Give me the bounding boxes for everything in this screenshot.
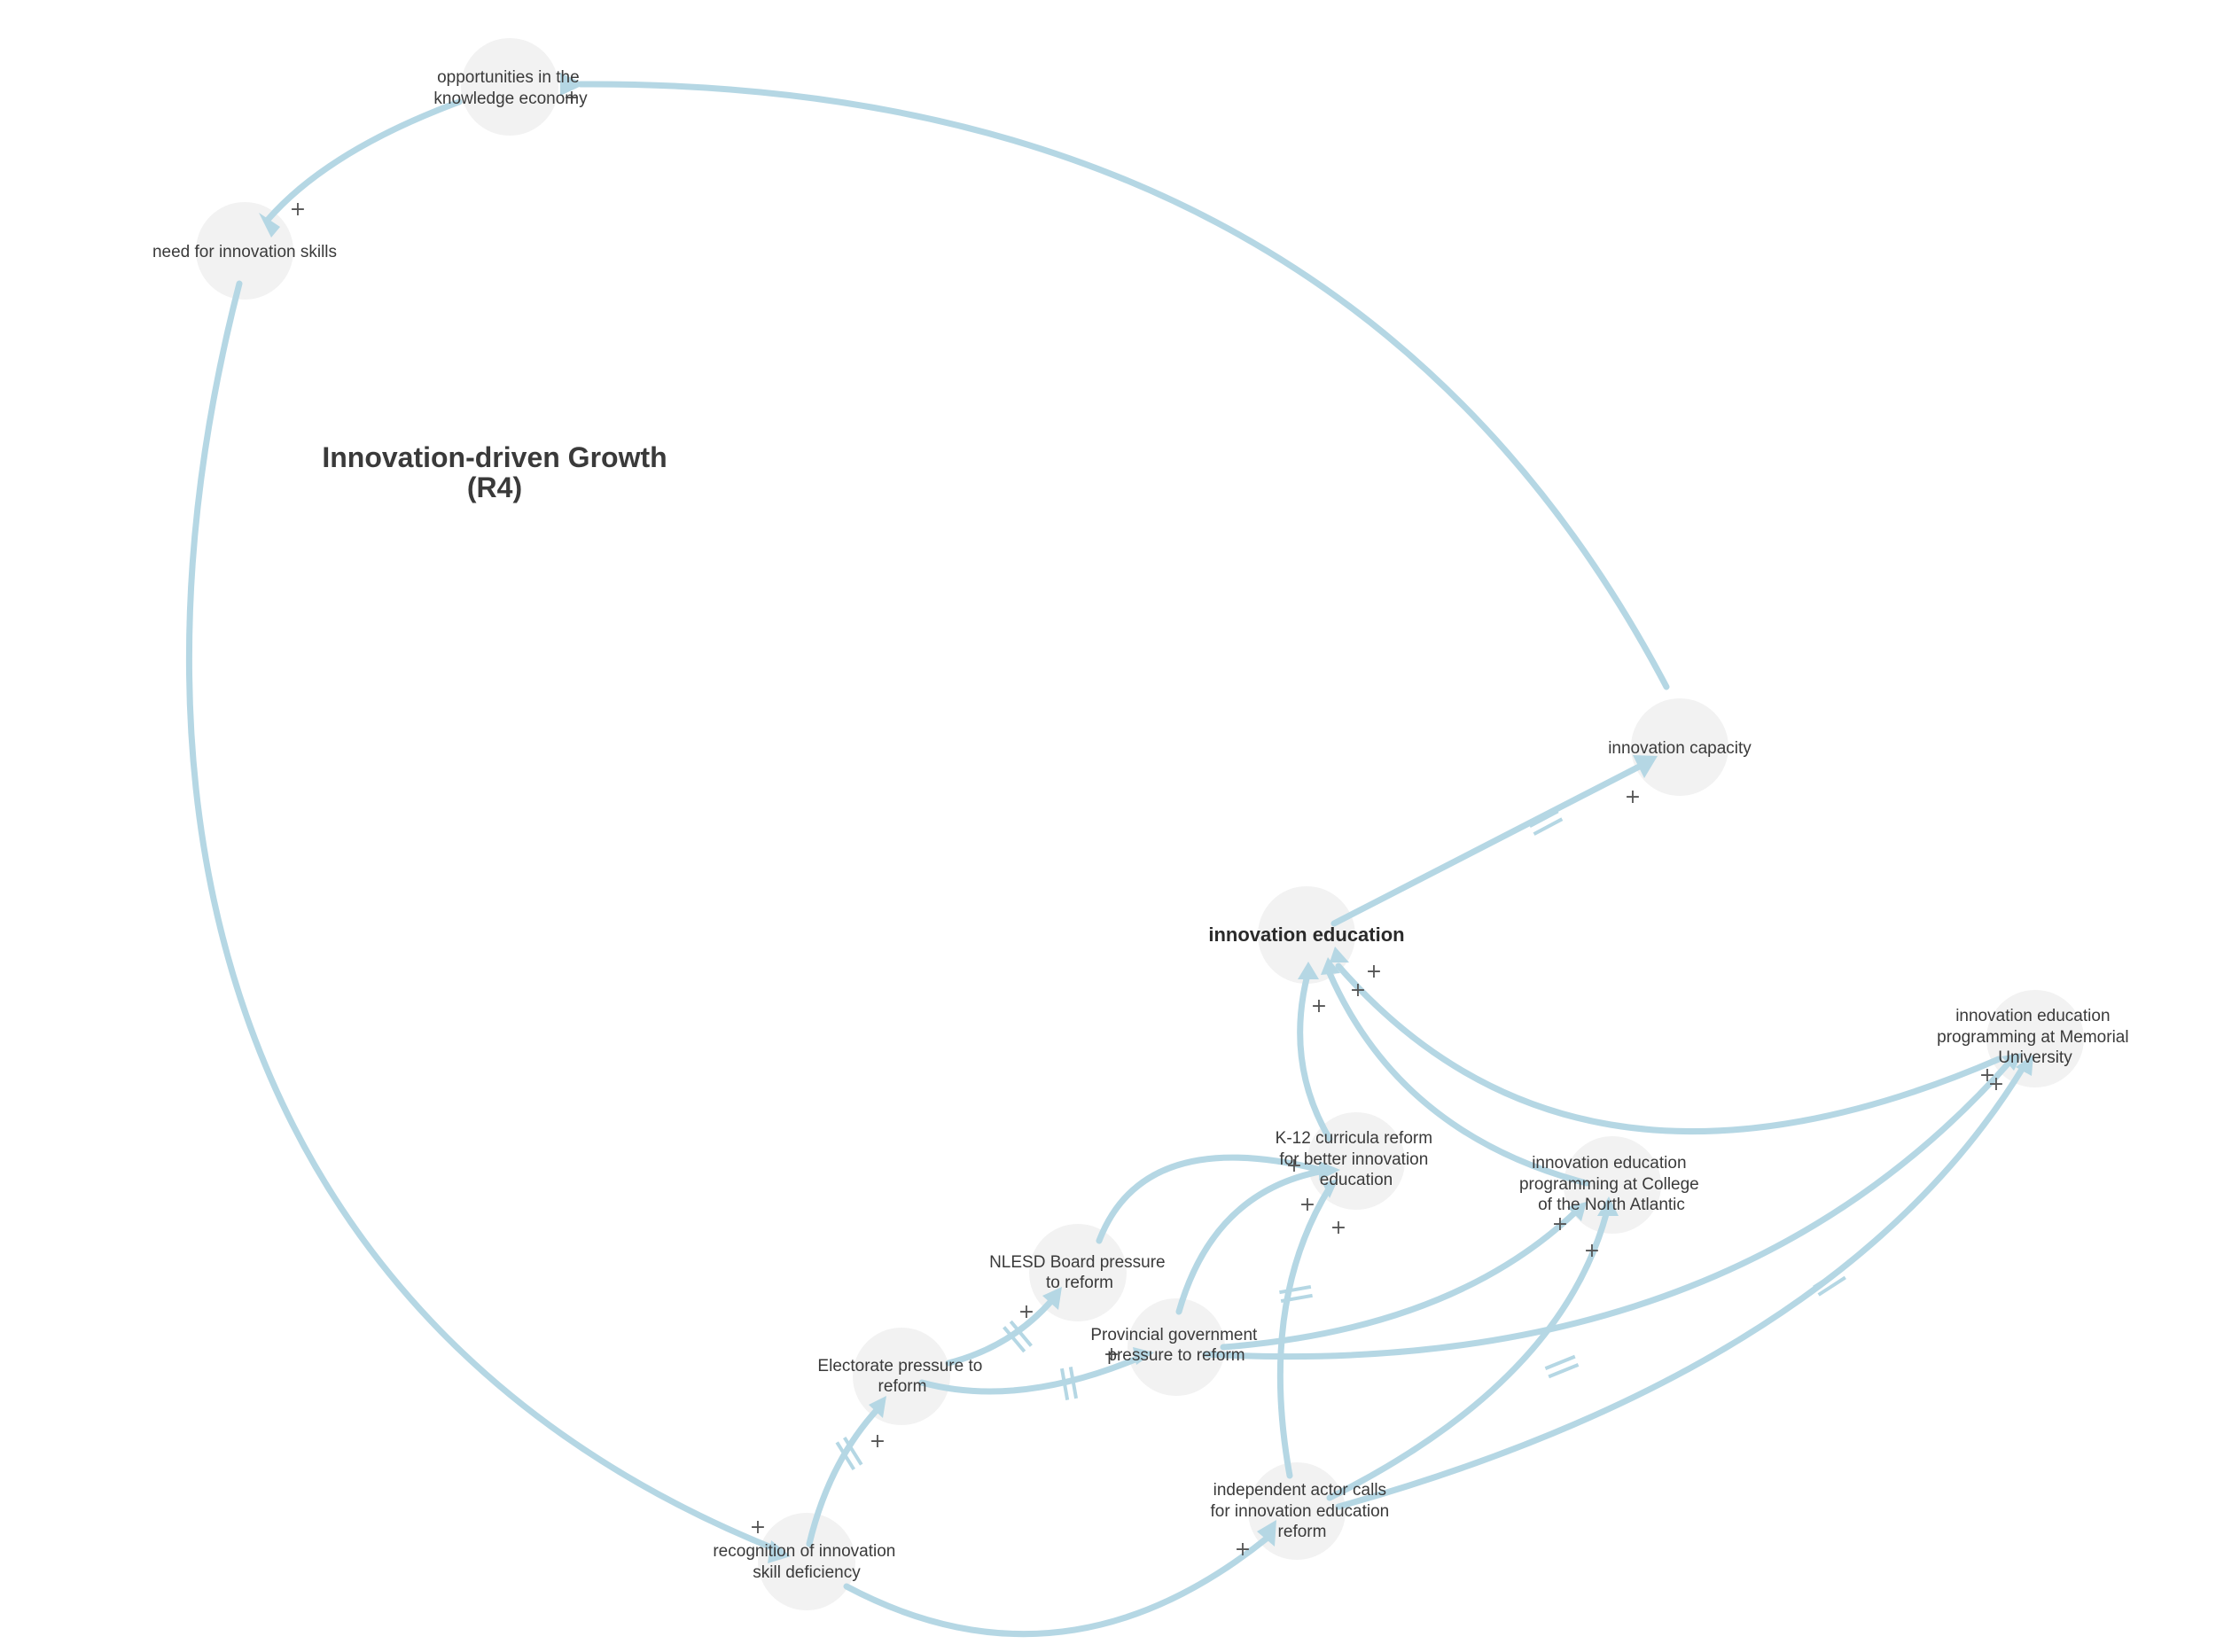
arrowhead-education-c bbox=[1330, 947, 1349, 962]
arrowhead-k12-b bbox=[1323, 1179, 1338, 1198]
edge-mun-to-education[interactable] bbox=[1335, 962, 2002, 1135]
edge-electorate-to-nlesd[interactable] bbox=[945, 1297, 1055, 1367]
arrowhead-k12-a bbox=[1319, 1161, 1340, 1181]
loop-title-line2: (R4) bbox=[467, 471, 522, 503]
edge-cna-to-education[interactable] bbox=[1326, 970, 1590, 1187]
polarity-cna-a: + bbox=[1552, 1213, 1568, 1235]
edge-independent-to-mun[interactable] bbox=[1335, 1060, 2029, 1510]
polarity-education-b: + bbox=[1350, 979, 1366, 1001]
edge-capacity-to-opportunities[interactable] bbox=[577, 81, 1670, 690]
arrowhead-mun-b bbox=[2016, 1055, 2033, 1076]
polarity-recognition: + bbox=[750, 1516, 766, 1539]
edge-nlesd-to-k12[interactable] bbox=[1096, 1154, 1324, 1244]
arrowhead-recognition bbox=[768, 1540, 791, 1563]
edges bbox=[185, 81, 2029, 1638]
polarity-provincial: + bbox=[1104, 1344, 1120, 1366]
arrowhead-education-a bbox=[1298, 962, 1319, 979]
polarity-nlesd: + bbox=[1018, 1301, 1034, 1323]
edge-recognition-to-electorate[interactable] bbox=[806, 1406, 881, 1547]
arrowhead-cna-a bbox=[1567, 1202, 1587, 1221]
label-innovation-education: innovation education bbox=[1208, 923, 1404, 946]
polarity-k12-c: + bbox=[1330, 1217, 1346, 1239]
delay-mark-education-capacity bbox=[1528, 809, 1564, 836]
edge-education-to-capacity[interactable] bbox=[1330, 760, 1648, 927]
label-recognition: recognition of innovation skill deficien… bbox=[713, 1542, 900, 1582]
label-need-skills: need for innovation skills bbox=[152, 243, 337, 261]
polarity-need-skills: + bbox=[290, 199, 306, 221]
edge-provincial-to-k12[interactable] bbox=[1175, 1166, 1333, 1315]
delay-mark-independent-cna bbox=[1544, 1354, 1580, 1379]
polarity-k12-a: + bbox=[1286, 1155, 1302, 1177]
arrowhead-mun-a bbox=[2001, 1053, 2023, 1071]
polarity-cna-b: + bbox=[1584, 1240, 1600, 1262]
polarity-electorate: + bbox=[870, 1430, 886, 1453]
arrowhead-provincial bbox=[1133, 1347, 1154, 1365]
arrowhead-nlesd bbox=[1042, 1287, 1062, 1310]
polarity-opportunities: + bbox=[564, 87, 580, 109]
delay-mark-electorate-provincial bbox=[1059, 1367, 1079, 1400]
node-circle-opportunities[interactable] bbox=[461, 38, 558, 136]
edge-need-to-recognition[interactable] bbox=[185, 280, 784, 1555]
label-independent: independent actor calls for innovation e… bbox=[1210, 1481, 1393, 1541]
polarity-mun-a: + bbox=[1979, 1064, 1995, 1087]
edge-electorate-to-provincial[interactable] bbox=[918, 1352, 1147, 1395]
edge-k12-to-education[interactable] bbox=[1297, 971, 1333, 1142]
arrowhead-electorate bbox=[869, 1396, 886, 1418]
delay-mark-independent-mun bbox=[1813, 1268, 1846, 1297]
node-circle-innovation-capacity[interactable] bbox=[1631, 698, 1728, 796]
loop-title: Innovation-driven Growth (R4) bbox=[322, 441, 667, 503]
edge-provincial-to-cna[interactable] bbox=[1220, 1206, 1581, 1351]
polarity-k12-b: + bbox=[1299, 1194, 1315, 1216]
label-opportunities: opportunities in the knowledge economy bbox=[433, 68, 588, 108]
delay-mark-independent-k12 bbox=[1279, 1284, 1313, 1304]
edge-opportunities-to-need[interactable] bbox=[264, 98, 463, 223]
polarity-mun-b: + bbox=[1988, 1073, 2004, 1095]
label-provincial: Provincial government pressure to reform bbox=[1090, 1326, 1261, 1365]
node-circle-provincial[interactable] bbox=[1128, 1298, 1225, 1396]
delay-marks bbox=[835, 809, 1846, 1470]
node-circle-recognition[interactable] bbox=[758, 1513, 855, 1610]
node-circle-cna[interactable] bbox=[1564, 1136, 1661, 1234]
label-cna: innovation education programming at Coll… bbox=[1519, 1154, 1704, 1214]
node-circles bbox=[196, 38, 2084, 1610]
node-circle-electorate[interactable] bbox=[853, 1328, 950, 1425]
delay-mark-electorate-nlesd bbox=[1003, 1320, 1033, 1353]
arrowhead-need-skills bbox=[259, 213, 280, 238]
polarity-education-c: + bbox=[1366, 961, 1382, 983]
loop-title-line1: Innovation-driven Growth bbox=[322, 441, 667, 473]
polarity-education-a: + bbox=[1311, 995, 1327, 1017]
polarity-independent: + bbox=[1235, 1539, 1251, 1561]
delay-mark-recognition-electorate bbox=[835, 1437, 863, 1470]
label-k12: K-12 curricula reform for better innovat… bbox=[1276, 1129, 1438, 1189]
polarity-signs: + + + + + + + + + + + + + + + + + + bbox=[290, 87, 2004, 1561]
polarity-capacity: + bbox=[1625, 786, 1641, 808]
label-nlesd: NLESD Board pressure to reform bbox=[989, 1253, 1170, 1292]
node-labels: opportunities in the knowledge economy n… bbox=[152, 68, 2134, 1582]
edge-independent-to-cna[interactable] bbox=[1326, 1211, 1610, 1501]
arrowhead-education-b bbox=[1321, 957, 1340, 975]
edge-recognition-to-independent[interactable] bbox=[843, 1534, 1271, 1638]
edge-provincial-to-mun[interactable] bbox=[1202, 1056, 2016, 1360]
arrowhead-independent bbox=[1257, 1520, 1276, 1547]
arrowhead-opportunities bbox=[560, 73, 585, 96]
label-innovation-capacity: innovation capacity bbox=[1608, 739, 1752, 758]
arrowheads bbox=[259, 73, 2033, 1563]
arrowhead-capacity bbox=[1633, 755, 1658, 778]
label-mun: innovation education programming at Memo… bbox=[1937, 1007, 2134, 1067]
label-electorate: Electorate pressure to reform bbox=[817, 1357, 987, 1396]
edge-independent-to-k12[interactable] bbox=[1276, 1184, 1333, 1479]
arrowhead-cna-b bbox=[1597, 1196, 1619, 1216]
